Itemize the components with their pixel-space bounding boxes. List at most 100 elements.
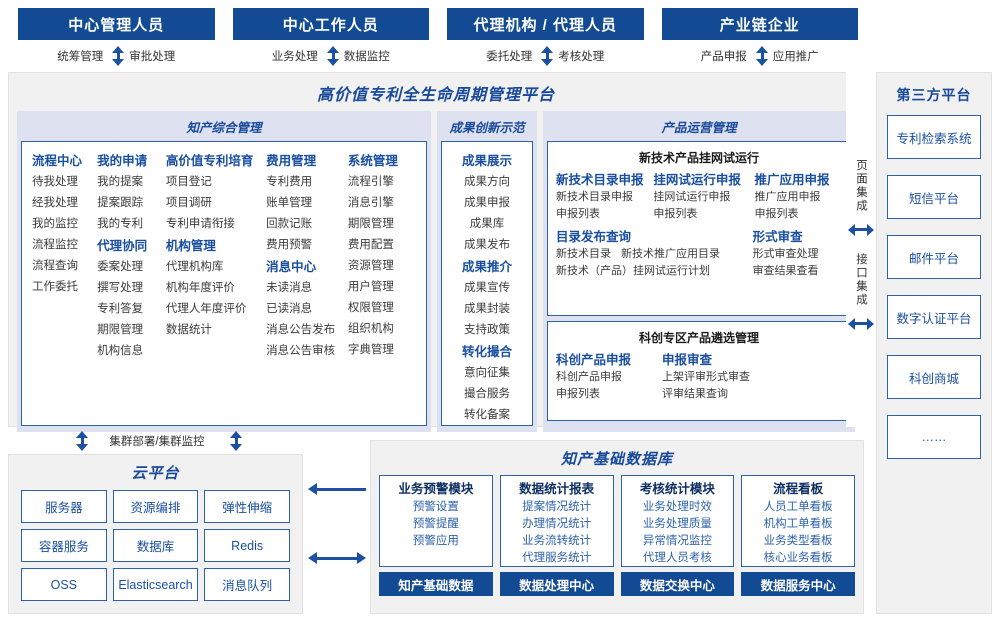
menu-item[interactable]: 专利费用 bbox=[266, 176, 313, 188]
menu-head-message-center[interactable]: 消息中心 bbox=[266, 260, 317, 274]
menu-head-achievement-display[interactable]: 成果展示 bbox=[461, 154, 512, 168]
db-item[interactable]: 业务类型看板 bbox=[763, 535, 833, 547]
db-item[interactable]: 业务处理时效 bbox=[642, 501, 712, 513]
cloud-cell-elasticsearch[interactable]: Elasticsearch bbox=[112, 568, 199, 601]
menu-item[interactable]: 成果封装 bbox=[464, 303, 510, 315]
menu-item[interactable]: 用户管理 bbox=[347, 281, 394, 293]
cloud-cell-elastic-scaling[interactable]: 弹性伸缩 bbox=[204, 490, 290, 523]
menu-item[interactable]: 期限管理 bbox=[347, 218, 394, 230]
db-item[interactable]: 人员工单看板 bbox=[763, 501, 833, 513]
menu-item[interactable]: 已读消息 bbox=[266, 303, 313, 315]
menu-item[interactable]: 消息公告审核 bbox=[266, 345, 336, 357]
menu-item[interactable]: 意向征集 bbox=[464, 367, 510, 379]
db-item[interactable]: 预警应用 bbox=[412, 535, 459, 547]
db-footer-data-processing-center[interactable]: 数据处理中心 bbox=[499, 572, 614, 596]
cloud-cell-database[interactable]: 数据库 bbox=[112, 529, 199, 562]
db-item[interactable]: 业务流转统计 bbox=[522, 535, 592, 547]
menu-item[interactable]: 新技术目录 bbox=[556, 248, 611, 260]
menu-item[interactable]: 我的提案 bbox=[97, 176, 144, 188]
db-item[interactable]: 核心业务看板 bbox=[763, 552, 833, 564]
menu-item[interactable]: 费用预警 bbox=[266, 239, 313, 251]
role-title-center-manager[interactable]: 中心管理人员 bbox=[18, 8, 215, 40]
menu-item[interactable]: 经我处理 bbox=[32, 197, 78, 209]
menu-item[interactable]: 我的专利 bbox=[97, 218, 144, 230]
menu-item[interactable]: 流程监控 bbox=[32, 239, 78, 251]
db-footer-data-exchange-center[interactable]: 数据交换中心 bbox=[620, 572, 735, 596]
menu-item[interactable]: 消息公告发布 bbox=[266, 324, 336, 336]
menu-item[interactable]: 形式审查处理 bbox=[752, 248, 819, 260]
db-item[interactable]: 代理人员考核 bbox=[642, 552, 712, 564]
third-party-item-sms[interactable]: 短信平台 bbox=[887, 175, 981, 219]
menu-head-system-management[interactable]: 系统管理 bbox=[347, 154, 398, 168]
menu-item[interactable]: 专利答复 bbox=[97, 303, 144, 315]
menu-head-catalog-publish-query[interactable]: 目录发布查询 bbox=[556, 230, 632, 244]
menu-head-new-tech-catalog-declaration[interactable]: 新技术目录申报 bbox=[556, 173, 644, 187]
menu-item[interactable]: 数据统计 bbox=[165, 324, 212, 336]
menu-head-achievement-promotion[interactable]: 成果推介 bbox=[461, 260, 512, 274]
db-item[interactable]: 预警设置 bbox=[412, 501, 459, 513]
menu-item[interactable]: 项目登记 bbox=[165, 176, 212, 188]
menu-item[interactable]: 申报列表 bbox=[754, 208, 799, 220]
third-party-item-patent-search[interactable]: 专利检索系统 bbox=[887, 115, 981, 159]
menu-item[interactable]: 申报列表 bbox=[556, 208, 600, 220]
menu-item[interactable]: 机构信息 bbox=[97, 345, 144, 357]
menu-item[interactable]: 提案跟踪 bbox=[97, 197, 144, 209]
db-item[interactable]: 业务处理质量 bbox=[642, 518, 712, 530]
menu-item[interactable]: 审查结果查看 bbox=[752, 265, 819, 277]
menu-head-high-value-patent-cultivation[interactable]: 高价值专利培育 bbox=[165, 154, 254, 168]
menu-item[interactable]: 撮合服务 bbox=[464, 388, 510, 400]
menu-head-agency-management[interactable]: 机构管理 bbox=[165, 239, 216, 253]
third-party-item-more[interactable]: …… bbox=[887, 415, 981, 459]
menu-item[interactable]: 撰写处理 bbox=[97, 282, 144, 294]
menu-head-my-application[interactable]: 我的申请 bbox=[97, 154, 148, 168]
menu-item[interactable]: 新技术（产品）挂网试运行计划 bbox=[556, 265, 710, 277]
menu-item[interactable]: 权限管理 bbox=[347, 302, 394, 314]
menu-head-declaration-review[interactable]: 申报审查 bbox=[662, 353, 713, 367]
menu-item[interactable]: 成果宣传 bbox=[464, 282, 510, 294]
menu-item[interactable]: 评审结果查询 bbox=[662, 388, 728, 400]
db-item[interactable]: 办理情况统计 bbox=[522, 518, 592, 530]
cloud-cell-container-service[interactable]: 容器服务 bbox=[21, 529, 107, 562]
menu-item[interactable]: 我的监控 bbox=[32, 218, 78, 230]
menu-item[interactable]: 推广应用申报 bbox=[754, 191, 821, 203]
cloud-cell-resource-orchestration[interactable]: 资源编排 bbox=[112, 490, 199, 523]
menu-item[interactable]: 未读消息 bbox=[266, 282, 313, 294]
menu-item[interactable]: 费用配置 bbox=[347, 239, 394, 251]
db-item[interactable]: 预警提醒 bbox=[412, 518, 459, 530]
third-party-item-innovation-mall[interactable]: 科创商城 bbox=[887, 355, 981, 399]
menu-item[interactable]: 转化备案 bbox=[464, 409, 510, 421]
menu-item[interactable]: 成果方向 bbox=[464, 176, 510, 188]
db-item[interactable]: 机构工单看板 bbox=[763, 518, 833, 530]
menu-item[interactable]: 账单管理 bbox=[266, 197, 313, 209]
menu-item[interactable]: 消息引擎 bbox=[347, 197, 394, 209]
menu-item[interactable]: 组织机构 bbox=[347, 323, 394, 335]
menu-item[interactable]: 成果发布 bbox=[464, 239, 510, 251]
menu-head-transformation-matching[interactable]: 转化撮合 bbox=[461, 345, 512, 359]
menu-item[interactable]: 流程引擎 bbox=[347, 176, 394, 188]
menu-item[interactable]: 成果申报 bbox=[464, 197, 510, 209]
menu-head-fee-management[interactable]: 费用管理 bbox=[266, 154, 317, 168]
menu-head-agent-collaboration[interactable]: 代理协同 bbox=[97, 239, 148, 253]
menu-item[interactable]: 流程查询 bbox=[32, 260, 78, 272]
menu-item[interactable]: 回款记账 bbox=[266, 218, 313, 230]
menu-item[interactable]: 上架评审形式审查 bbox=[662, 371, 750, 383]
menu-item[interactable]: 期限管理 bbox=[97, 324, 144, 336]
db-footer-ip-base-data[interactable]: 知产基础数据 bbox=[379, 572, 493, 596]
third-party-item-digital-certificate[interactable]: 数字认证平台 bbox=[887, 295, 981, 339]
role-title-industry-enterprise[interactable]: 产业链企业 bbox=[661, 8, 858, 40]
menu-item[interactable]: 支持政策 bbox=[464, 324, 510, 336]
menu-item[interactable]: 委案处理 bbox=[97, 261, 144, 273]
db-item[interactable]: 提案情况统计 bbox=[522, 501, 592, 513]
menu-item[interactable]: 工作委托 bbox=[32, 281, 78, 293]
menu-item[interactable]: 项目调研 bbox=[165, 197, 212, 209]
menu-head-innovation-product-declaration[interactable]: 科创产品申报 bbox=[556, 353, 632, 367]
db-item[interactable]: 代理服务统计 bbox=[522, 552, 592, 564]
menu-item[interactable]: 挂网试运行申报 bbox=[653, 191, 731, 203]
menu-item[interactable]: 专利申请衔接 bbox=[165, 218, 235, 230]
menu-item[interactable]: 代理人年度评价 bbox=[165, 303, 247, 315]
menu-head-trial-run-declaration[interactable]: 挂网试运行申报 bbox=[653, 173, 741, 187]
third-party-item-email[interactable]: 邮件平台 bbox=[887, 235, 981, 279]
menu-item[interactable]: 新技术目录申报 bbox=[556, 191, 633, 203]
menu-item[interactable]: 代理机构库 bbox=[165, 261, 224, 273]
menu-item[interactable]: 字典管理 bbox=[347, 344, 394, 356]
